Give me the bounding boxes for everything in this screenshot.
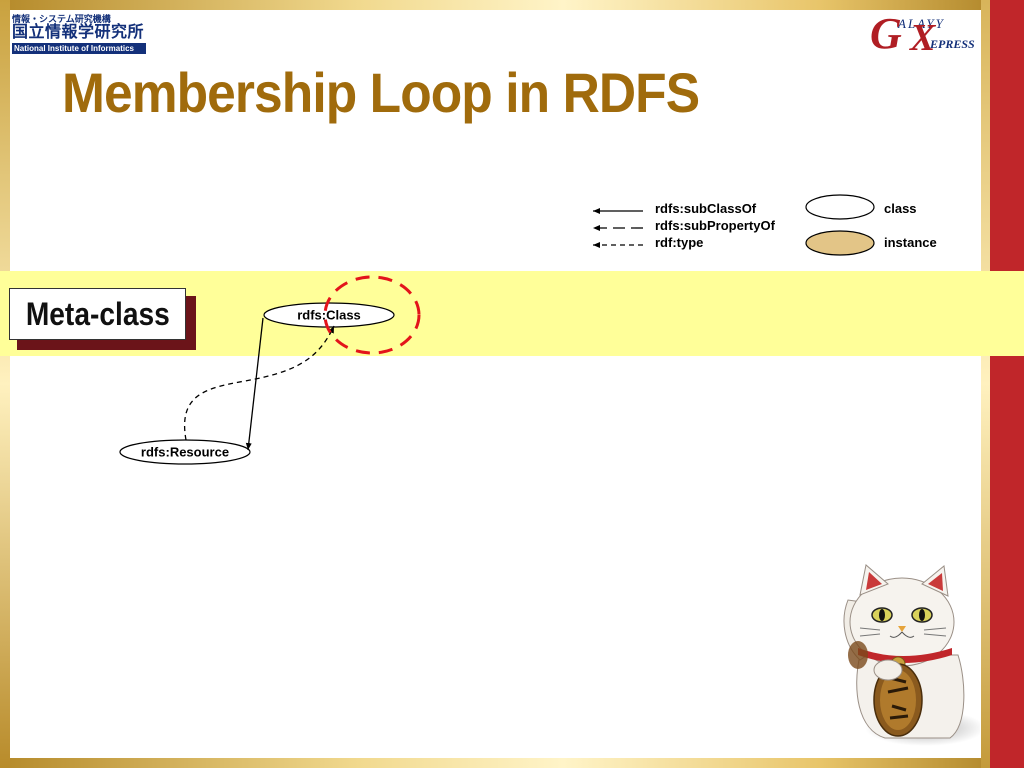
galaxy-logo-alay: ALAY​Y bbox=[898, 16, 945, 31]
nii-logo: 情報・システム研究機構 国立情報学研究所 National Institute … bbox=[12, 14, 146, 54]
legend-class-label: class bbox=[884, 201, 917, 216]
legend-subclassof-label: rdfs:subClassOf bbox=[655, 201, 757, 216]
node-rdfs-resource bbox=[119, 439, 251, 465]
legend-instance-label: instance bbox=[884, 235, 937, 250]
slide-title: Membership Loop in RDFS bbox=[62, 61, 700, 124]
galaxy-logo-press: EPRESS bbox=[930, 37, 975, 51]
nii-logo-top: 情報・システム研究機構 bbox=[12, 14, 111, 24]
edge-class-subclassof-resource bbox=[245, 317, 264, 451]
nii-logo-main: 国立情報学研究所 bbox=[12, 24, 145, 41]
legend-subpropertyof-label: rdfs:subPropertyOf bbox=[655, 218, 775, 233]
galaxy-logo-x: X bbox=[910, 17, 936, 59]
legend-instance-shape bbox=[805, 230, 875, 256]
slide-canvas bbox=[10, 10, 981, 758]
nii-logo-english: National Institute of Informatics bbox=[12, 43, 146, 54]
right-red-bar bbox=[990, 0, 1024, 768]
galaxy-express-logo: G ALAY​Y X EPRESS bbox=[870, 9, 982, 59]
slide-frame-left bbox=[0, 0, 10, 768]
edge-resource-type-class bbox=[184, 325, 335, 441]
legend-type-label: rdf:type bbox=[655, 235, 704, 250]
galaxy-logo-g: G bbox=[870, 9, 902, 58]
legend-class-shape bbox=[805, 194, 875, 220]
meta-class-box: Meta-class bbox=[9, 288, 186, 340]
membership-loop-highlight bbox=[323, 275, 421, 355]
maneki-neko-image bbox=[843, 564, 980, 746]
meta-class-label: Meta-class bbox=[25, 295, 170, 332]
node-rdfs-class-label: rdfs:Class bbox=[297, 307, 361, 323]
node-rdfs-resource-label: rdfs:Resource bbox=[140, 444, 230, 460]
right-gold-strip bbox=[981, 0, 990, 768]
